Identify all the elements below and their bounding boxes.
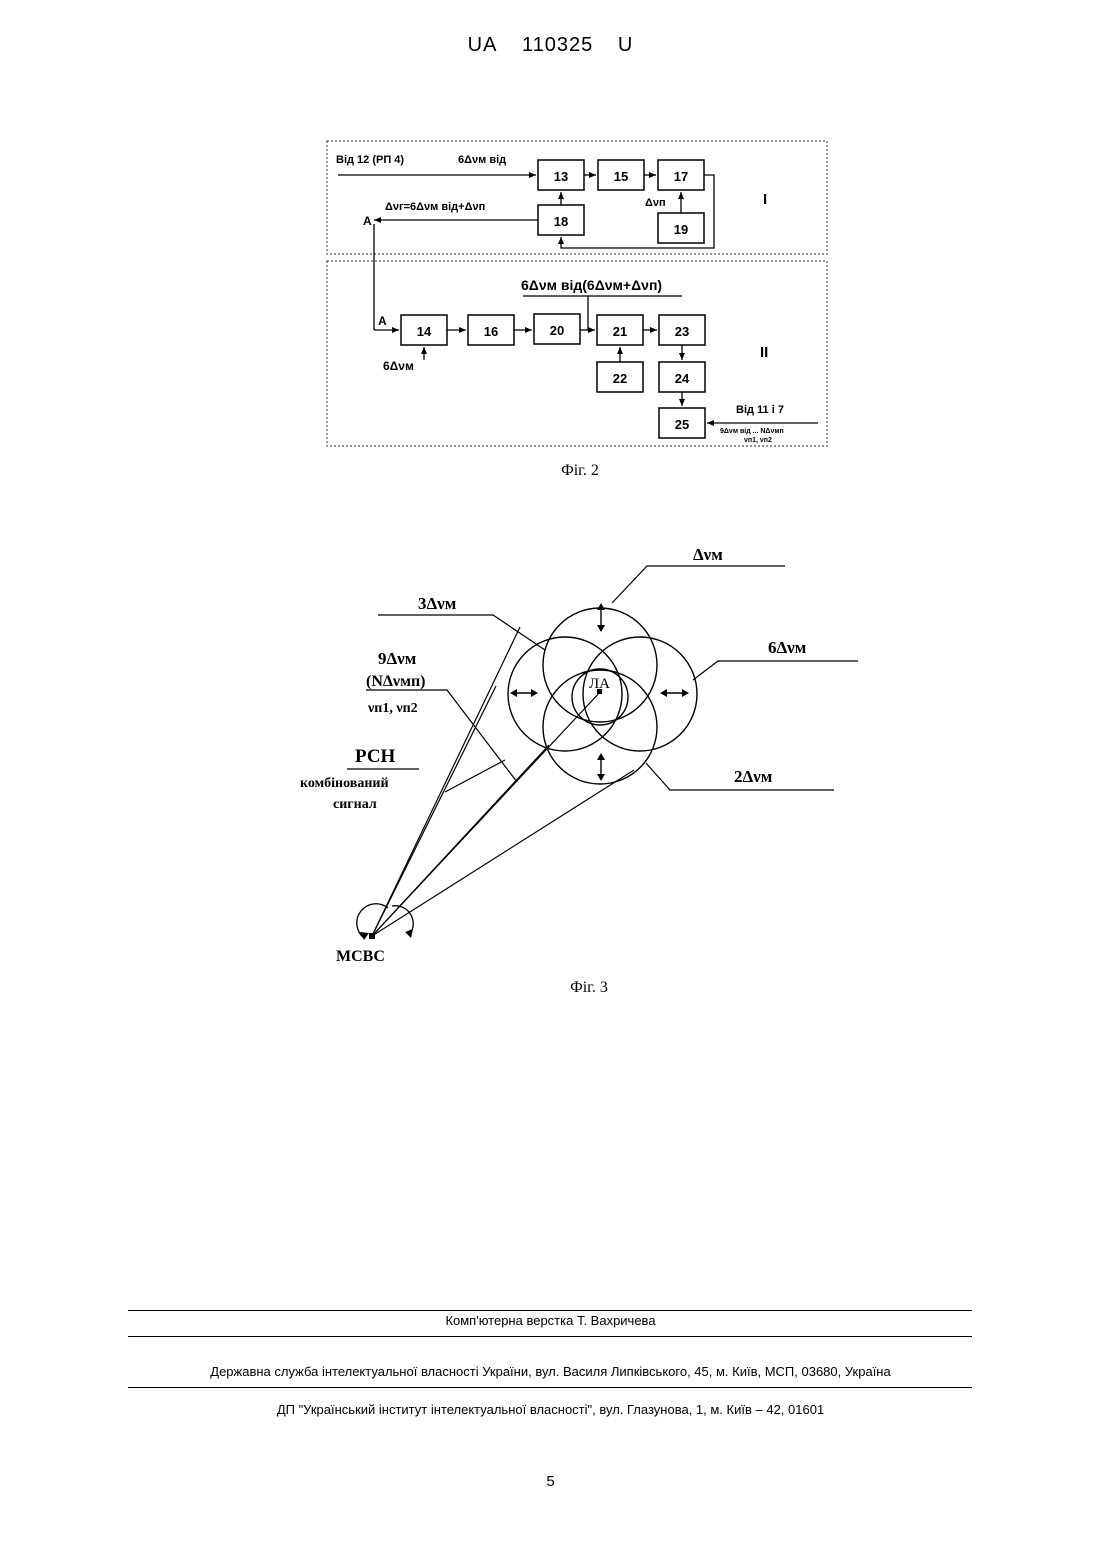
footer-layout: Комп'ютерна верстка Т. Вахричева (0, 1313, 1101, 1328)
svg-text:νп1, νп2: νп1, νп2 (744, 437, 772, 444)
svg-text:Від 12 (РП 4): Від 12 (РП 4) (336, 154, 404, 166)
block-18: 18 (538, 205, 584, 235)
svg-text:II: II (760, 344, 768, 361)
block-20: 20 (534, 314, 580, 344)
footer-institute: ДП "Український інститут інтелектуальної… (0, 1402, 1101, 1417)
block-22: 22 (597, 362, 643, 392)
block-19: 19 (658, 213, 704, 243)
footer-rule-3 (128, 1387, 972, 1388)
label-signal: сигнал (333, 797, 377, 812)
svg-text:A: A (378, 314, 387, 328)
label-combined: комбінований (300, 776, 389, 791)
block-25: 25 (659, 408, 705, 438)
label-rsn: РСН (355, 746, 396, 767)
svg-text:15: 15 (614, 169, 628, 184)
block-15: 15 (598, 160, 644, 190)
svg-text:17: 17 (674, 169, 688, 184)
svg-text:Δνп: Δνп (645, 197, 666, 209)
label-la: ЛА (589, 676, 610, 692)
block-13: 13 (538, 160, 584, 190)
figure-3-caption: Фіг. 3 (570, 979, 608, 996)
svg-text:23: 23 (675, 324, 689, 339)
block-21: 21 (597, 315, 643, 345)
svg-text:21: 21 (613, 324, 627, 339)
footer-rule-2 (128, 1336, 972, 1337)
svg-text:18: 18 (554, 214, 568, 229)
svg-text:Від 11 і 7: Від 11 і 7 (736, 404, 784, 416)
label-6dvm: 6Δνм (768, 638, 807, 657)
svg-text:16: 16 (484, 324, 498, 339)
svg-text:13: 13 (554, 169, 568, 184)
label-ndvm: (NΔνмп) (366, 673, 426, 690)
label-3dvm: 3Δνм (418, 594, 457, 613)
figure-2-caption: Фіг. 2 (561, 462, 599, 479)
block-17: 17 (658, 160, 704, 190)
svg-text:9Δνм від ... NΔνмп: 9Δνм від ... NΔνмп (720, 427, 784, 435)
block-24: 24 (659, 362, 705, 392)
svg-text:Δνг=6Δνм від+Δνп: Δνг=6Δνм від+Δνп (385, 201, 485, 213)
block-16: 16 (468, 315, 514, 345)
label-2dvm: 2Δνм (734, 767, 773, 786)
footer-office: Державна служба інтелектуальної власност… (0, 1364, 1101, 1379)
footer-rule-1 (128, 1310, 972, 1311)
svg-text:6Δνм: 6Δνм (383, 359, 414, 373)
svg-text:6Δνм від(6Δνм+Δνп): 6Δνм від(6Δνм+Δνп) (521, 277, 662, 293)
block-14: 14 (401, 315, 447, 345)
label-9dvm: 9Δνм (378, 649, 417, 668)
svg-text:A: A (363, 214, 372, 228)
svg-text:25: 25 (675, 417, 689, 432)
label-vn: νп1, νп2 (367, 701, 418, 716)
svg-text:24: 24 (675, 371, 690, 386)
page-number: 5 (0, 1473, 1101, 1490)
svg-text:22: 22 (613, 371, 627, 386)
label-msvs: МСВС (336, 948, 385, 965)
figure-3-diagram (347, 566, 858, 940)
svg-text:I: I (763, 191, 767, 208)
svg-text:6Δνм від: 6Δνм від (458, 154, 506, 166)
svg-text:14: 14 (417, 324, 432, 339)
label-dvm: Δνм (693, 545, 723, 564)
svg-text:19: 19 (674, 222, 688, 237)
svg-text:20: 20 (550, 323, 564, 338)
block-23: 23 (659, 315, 705, 345)
